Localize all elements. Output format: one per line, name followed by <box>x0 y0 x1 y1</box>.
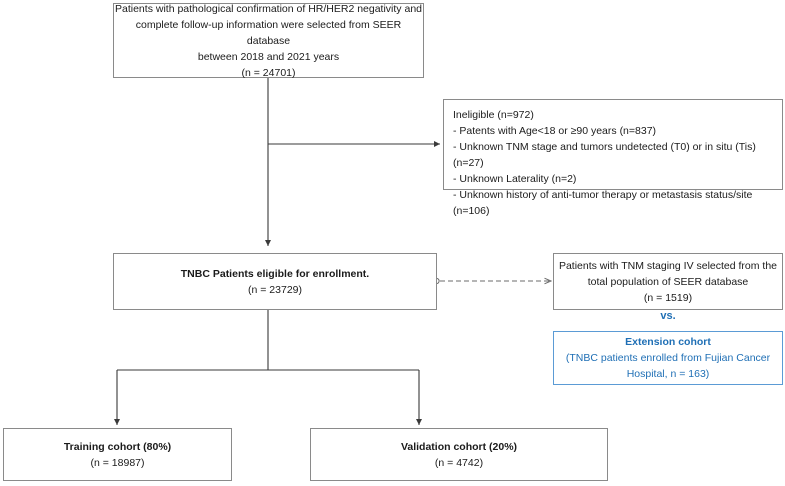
node-stage-iv: Patients with TNM staging IV selected fr… <box>553 253 783 310</box>
node-ineligible: Ineligible (n=972) - Patents with Age<18… <box>443 99 783 217</box>
source-cohort-line2: complete follow-up information were sele… <box>135 18 402 47</box>
eligible-count: (n = 23729) <box>248 283 302 296</box>
node-validation-cohort: Validation cohort (20%) (n = 4742) <box>310 428 608 481</box>
stage-iv-line1: Patients with TNM staging IV selected fr… <box>558 259 778 272</box>
extension-cohort-line1: (TNBC patients enrolled from Fujian Canc… <box>565 352 771 364</box>
source-cohort-count: (n = 24701) <box>241 66 296 79</box>
validation-cohort-title: Validation cohort (20%) <box>400 440 518 453</box>
vs-label: vs. <box>660 310 676 322</box>
source-cohort-line3: between 2018 and 2021 years <box>197 50 340 63</box>
eligible-title: TNBC Patients eligible for enrollment. <box>180 267 370 280</box>
ineligible-item-4: - Unknown history of anti-tumor therapy … <box>453 189 753 217</box>
source-cohort-line1: Patients with pathological confirmation … <box>115 2 422 15</box>
stage-iv-line2: total population of SEER database <box>587 275 749 288</box>
extension-cohort-line2: Hospital, n = 163) <box>626 368 710 380</box>
node-eligible-cohort: TNBC Patients eligible for enrollment. (… <box>113 253 437 310</box>
training-cohort-count: (n = 18987) <box>90 456 145 469</box>
edge-eligible-to-cohorts <box>114 310 422 425</box>
validation-cohort-count: (n = 4742) <box>434 456 484 469</box>
node-extension-cohort: Extension cohort (TNBC patients enrolled… <box>553 331 783 385</box>
ineligible-heading: Ineligible (n=972) <box>453 109 534 121</box>
training-cohort-title: Training cohort (80%) <box>63 440 172 453</box>
extension-cohort-title: Extension cohort <box>625 336 711 348</box>
stage-iv-count: (n = 1519) <box>643 291 693 304</box>
node-source-cohort: Patients with pathological confirmation … <box>113 2 424 79</box>
edge-eligible-to-stageiv-dashed <box>433 278 551 283</box>
ineligible-item-3: - Unknown Laterality (n=2) <box>453 173 577 185</box>
ineligible-item-1: - Patents with Age<18 or ≥90 years (n=83… <box>453 125 657 137</box>
ineligible-item-2: - Unknown TNM stage and tumors undetecte… <box>453 141 756 169</box>
node-training-cohort: Training cohort (80%) (n = 18987) <box>3 428 232 481</box>
